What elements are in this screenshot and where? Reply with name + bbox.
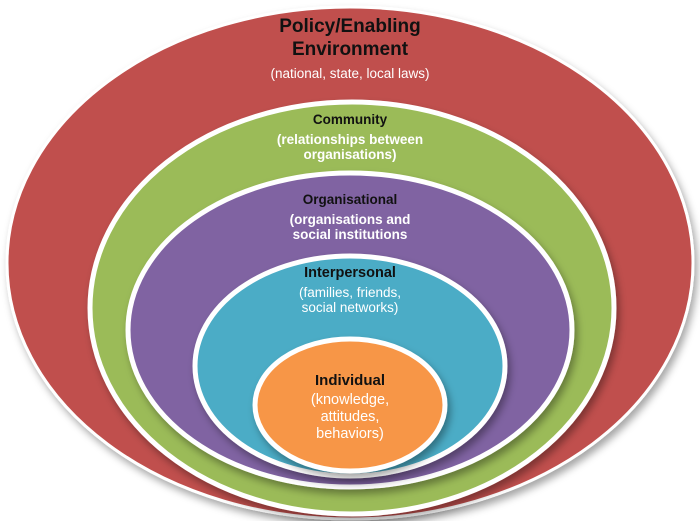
organisational-layer-label: Organisational (organisations and social…	[250, 192, 450, 243]
individual-layer-label: Individual (knowledge, attitudes, behavi…	[285, 372, 415, 442]
individual-ring	[252, 336, 448, 474]
interpersonal-layer-title: Interpersonal	[304, 265, 396, 281]
policy-layer-label: Policy/Enabling Environment (national, s…	[230, 16, 470, 83]
interpersonal-layer-label: Interpersonal (families, friends, social…	[270, 265, 430, 316]
policy-layer-description: (national, state, local laws)	[270, 65, 430, 81]
community-layer-description: (relationships between organisations)	[276, 131, 424, 163]
organisational-layer-title: Organisational	[302, 192, 398, 207]
policy-layer-title: Policy/Enabling Environment	[279, 16, 421, 60]
community-layer-title: Community	[312, 112, 388, 127]
organisational-layer-description: (organisations and social institutions	[289, 211, 411, 243]
community-layer-label: Community (relationships between organis…	[250, 112, 450, 163]
individual-layer-description: (knowledge, attitudes, behaviors)	[310, 392, 390, 442]
individual-layer-title: Individual	[314, 372, 385, 389]
interpersonal-layer-description: (families, friends, social networks)	[298, 284, 402, 316]
